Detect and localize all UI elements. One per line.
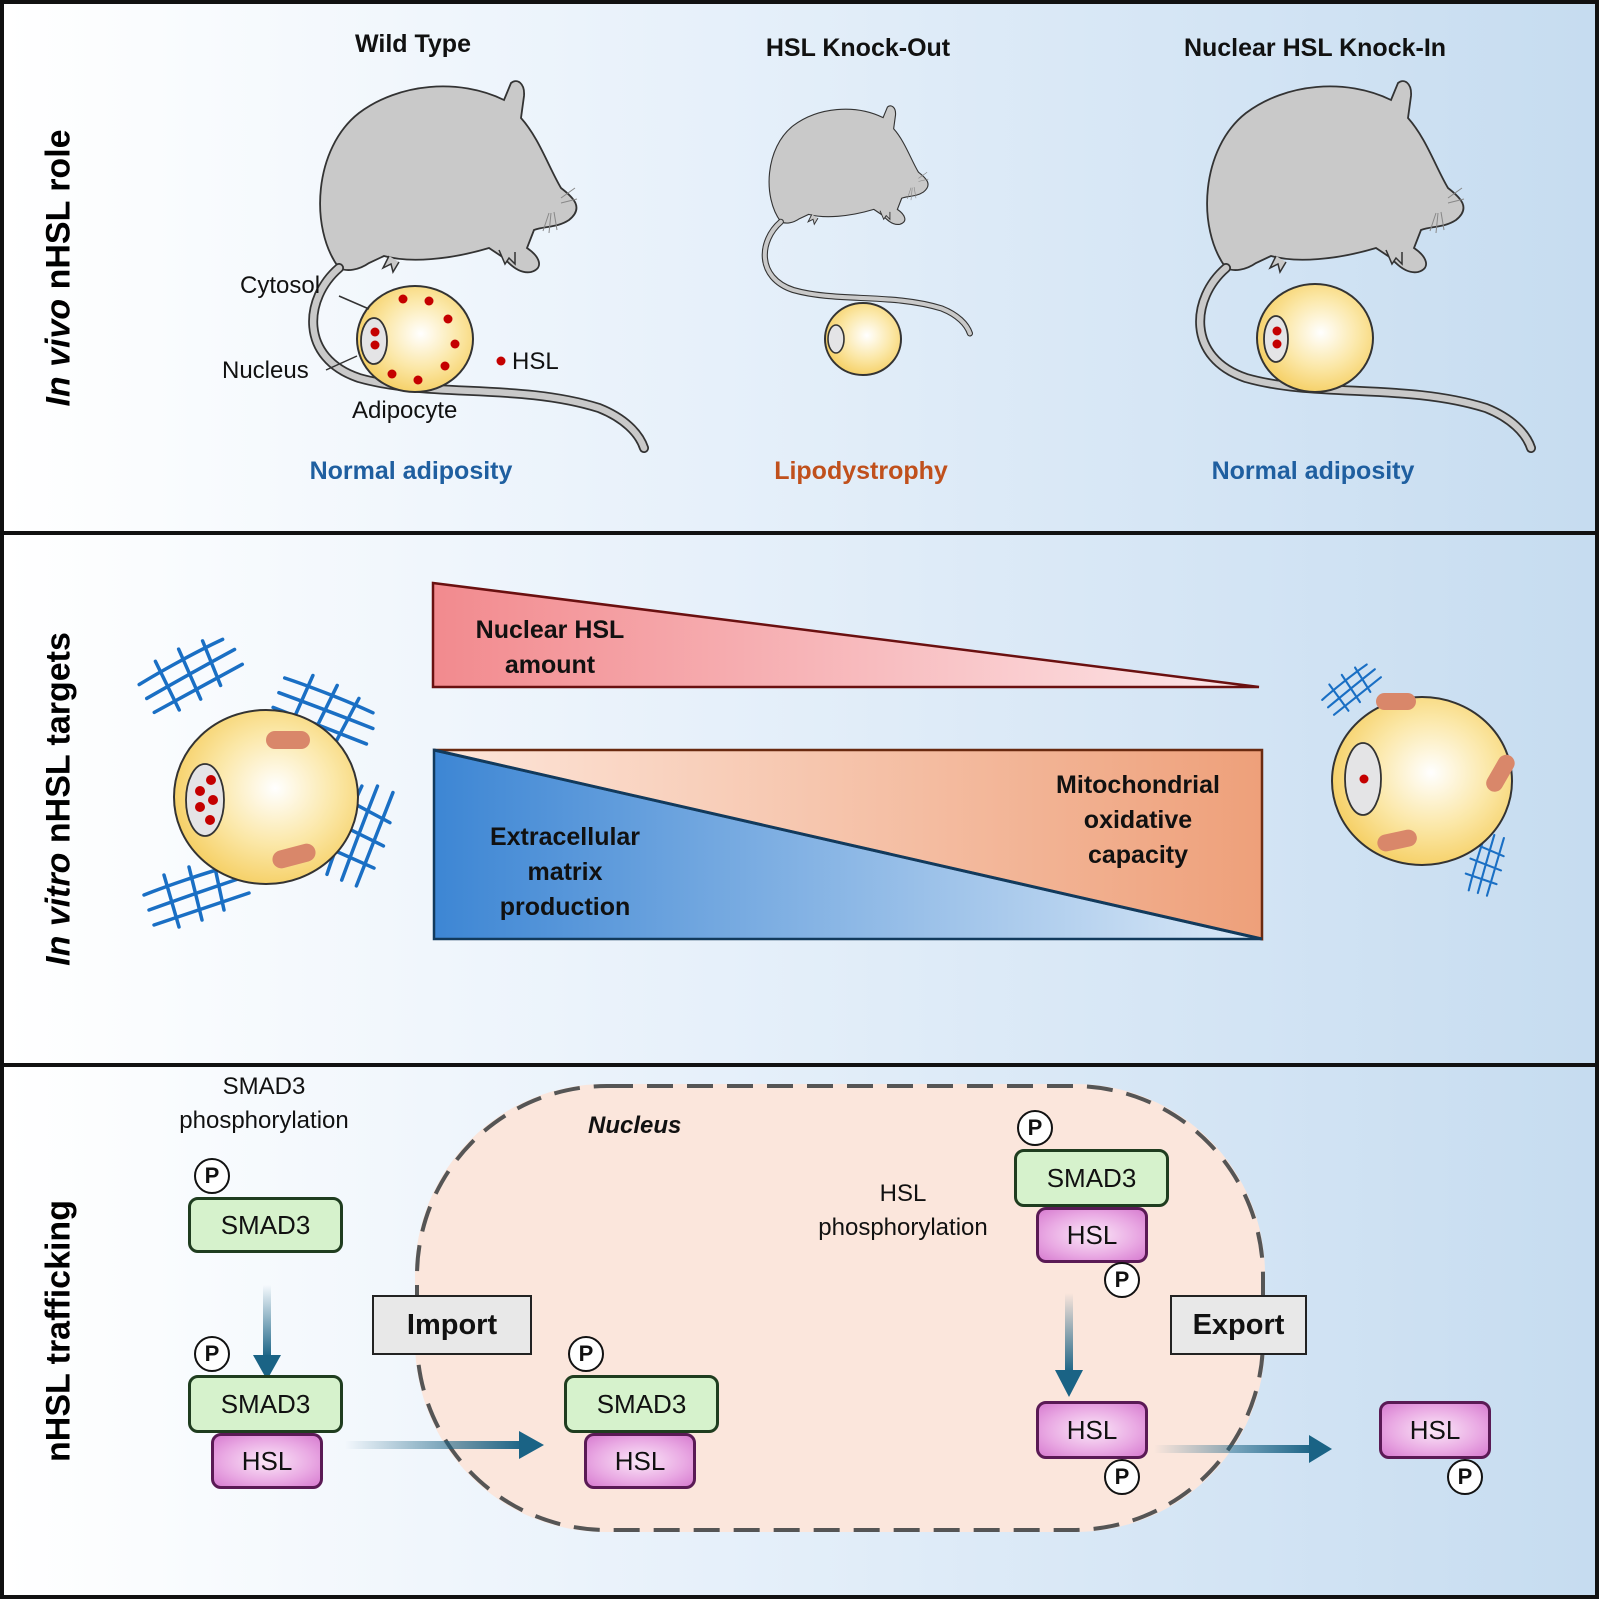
adipocyte-low-nhsl-icon xyxy=(1314,659,1522,903)
phospho-icon: P xyxy=(194,1158,230,1194)
smad3-box-cytosol-free: SMAD3 xyxy=(188,1197,343,1253)
adipocyte-knock-in-icon xyxy=(1256,283,1374,393)
panel-in-vitro-targets: In vitro nHSL targets xyxy=(4,535,1595,1063)
adipocyte-knock-out-icon xyxy=(824,302,902,376)
legend-hsl: HSL xyxy=(512,348,559,375)
phospho-icon: P xyxy=(1104,1262,1140,1298)
import-label-box: Import xyxy=(372,1295,532,1355)
triangle-nuclear-hsl-amount xyxy=(431,581,1260,689)
hsl-box-cytosol-complex: HSL xyxy=(211,1433,323,1489)
phospho-icon: P xyxy=(1104,1459,1140,1495)
outcome-wild-type: Normal adiposity xyxy=(309,457,513,485)
header-wild-type: Wild Type xyxy=(355,30,471,58)
arrow-import xyxy=(345,1431,544,1459)
mouse-knock-in-icon xyxy=(1200,81,1531,448)
mouse-wild-type-icon xyxy=(313,81,644,448)
arrow-down-hsl-release xyxy=(1055,1293,1083,1397)
adipocyte-high-nhsl-icon xyxy=(131,633,421,929)
phospho-icon: P xyxy=(1447,1459,1483,1495)
panel-in-vivo-role: In vivo nHSL role Wild Type HSL Knock-Ou… xyxy=(4,4,1595,531)
phospho-icon: P xyxy=(1017,1110,1053,1146)
trafficking-arrows xyxy=(253,1084,1332,1532)
adipocyte-wild-type-icon xyxy=(325,285,506,393)
smad3-box-nucleus-phosphorylated-complex: SMAD3 xyxy=(1014,1149,1169,1207)
annotation-cytosol: Cytosol xyxy=(240,272,321,299)
hsl-box-exported: HSL xyxy=(1379,1401,1491,1459)
arrow-down-smad3-binding xyxy=(253,1285,281,1380)
hsl-box-nucleus-free: HSL xyxy=(1036,1401,1148,1459)
arrow-export xyxy=(1154,1435,1332,1463)
mouse-knock-out-icon xyxy=(765,106,970,333)
label-nucleus: Nucleus xyxy=(588,1112,682,1139)
in-vitro-illustrations xyxy=(131,581,1522,941)
outcome-knock-in: Normal adiposity xyxy=(1211,457,1415,485)
export-label-box: Export xyxy=(1170,1295,1307,1355)
phospho-icon: P xyxy=(194,1336,230,1372)
annotation-nucleus: Nucleus xyxy=(222,357,309,384)
smad3-box-nucleus-complex: SMAD3 xyxy=(564,1375,719,1433)
outcome-knock-out: Lipodystrophy xyxy=(774,457,948,485)
in-vivo-illustrations xyxy=(4,4,1595,531)
annotation-adipocyte: Adipocyte xyxy=(352,397,458,424)
hsl-box-nucleus-complex: HSL xyxy=(584,1433,696,1489)
smad3-box-cytosol-complex: SMAD3 xyxy=(188,1375,343,1433)
header-nuclear-hsl-knock-in: Nuclear HSL Knock-In xyxy=(1183,34,1447,62)
phospho-icon: P xyxy=(568,1336,604,1372)
hsl-box-nucleus-phosphorylated-complex: HSL xyxy=(1036,1207,1148,1263)
header-hsl-knock-out: HSL Knock-Out xyxy=(765,34,951,62)
